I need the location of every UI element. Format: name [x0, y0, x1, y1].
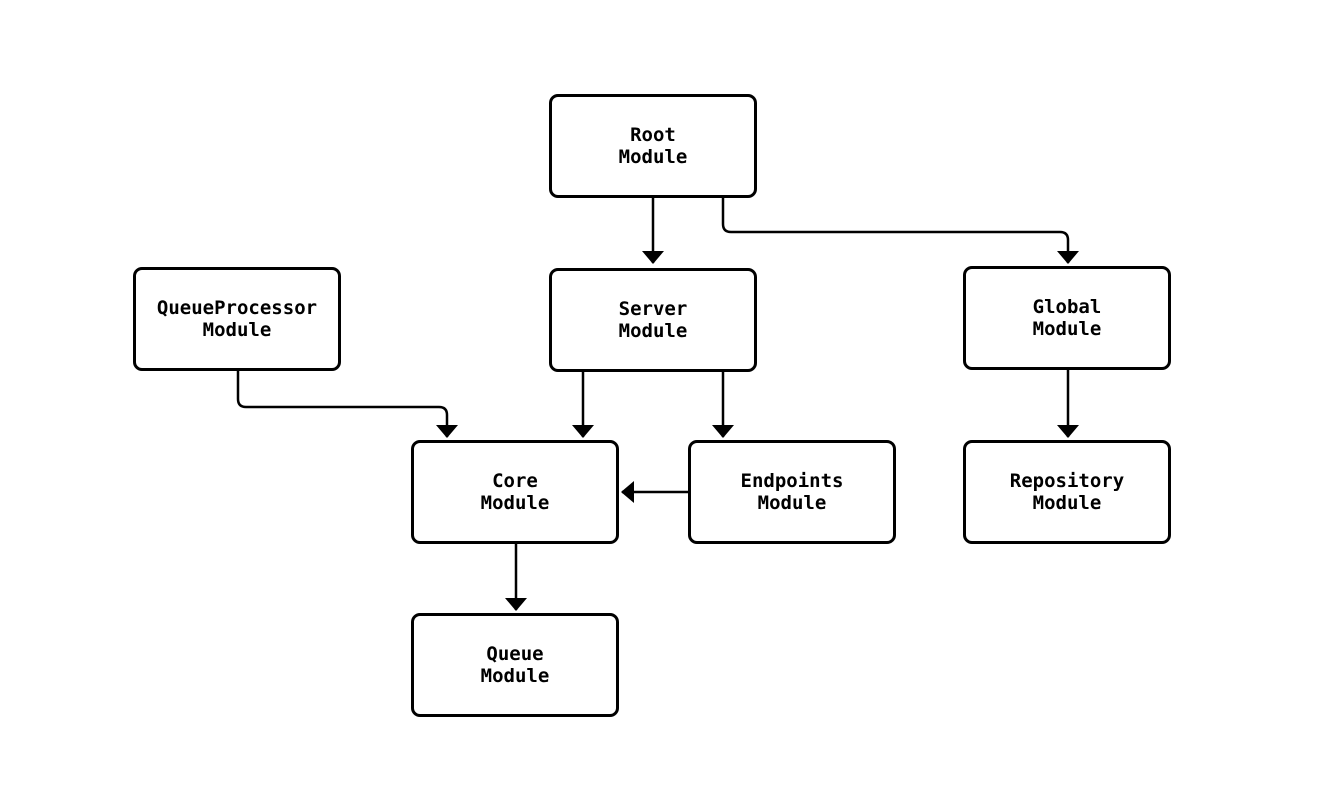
edge-root-to-global — [721, 198, 1079, 264]
node-queueprocessor-module: QueueProcessor Module — [133, 267, 341, 371]
node-server-module: Server Module — [549, 268, 757, 372]
node-queue-module: Queue Module — [411, 613, 619, 717]
node-repository-module: Repository Module — [963, 440, 1171, 544]
node-global-module: Global Module — [963, 266, 1171, 370]
edge-queueprocessor-to-core — [236, 371, 458, 438]
node-core-module: Core Module — [411, 440, 619, 544]
node-root-module: Root Module — [549, 94, 757, 198]
node-endpoints-module: Endpoints Module — [688, 440, 896, 544]
